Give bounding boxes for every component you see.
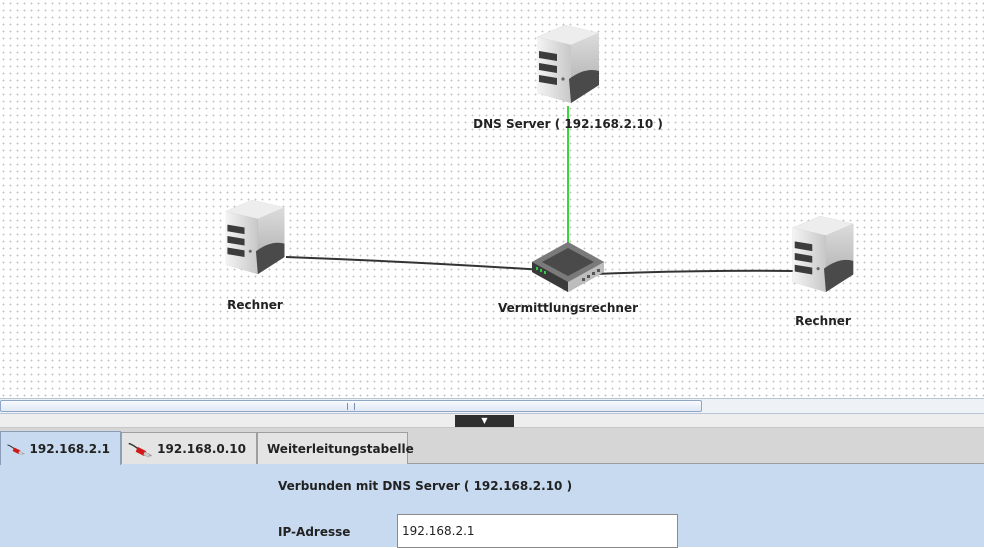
server-icon xyxy=(790,214,856,294)
tab-weiterleitungstabelle[interactable]: Weiterleitungstabelle xyxy=(257,432,414,464)
horizontal-scrollbar[interactable] xyxy=(0,398,984,414)
switch-icon xyxy=(530,240,606,292)
tab-192-168-2-1[interactable]: 192.168.2.1 xyxy=(0,431,121,465)
tab-bar: 192.168.2.1 192.168.0.10 Weiterleitungst… xyxy=(0,428,984,465)
right-computer-node[interactable]: Rechner xyxy=(790,214,856,328)
network-links xyxy=(285,106,795,275)
switch-node[interactable]: Vermittlungsrechner xyxy=(498,240,638,315)
connection-status-text: Verbunden mit DNS Server ( 192.168.2.10 … xyxy=(278,479,573,493)
tab-label: Weiterleitungstabelle xyxy=(267,441,414,456)
link-left-switch[interactable] xyxy=(285,256,544,271)
scrollbar-thumb[interactable] xyxy=(0,400,702,412)
server-icon xyxy=(222,198,288,276)
network-cable-icon xyxy=(128,437,153,461)
grip-icon xyxy=(347,403,355,410)
left-computer-node[interactable]: Rechner xyxy=(222,198,288,312)
tab-label: 192.168.0.10 xyxy=(157,441,246,456)
collapse-panel-button[interactable]: ▼ xyxy=(455,415,514,427)
network-cable-icon xyxy=(7,437,26,461)
dns-server-node[interactable]: DNS Server ( 192.168.2.10 ) xyxy=(473,18,663,131)
node-label: Vermittlungsrechner xyxy=(497,301,639,315)
link-switch-right[interactable] xyxy=(594,269,795,275)
tab-label: 192.168.2.1 xyxy=(29,441,110,456)
ip-address-label: IP-Adresse xyxy=(278,525,351,539)
node-label: Rechner xyxy=(795,314,851,328)
triangle-down-icon: ▼ xyxy=(481,416,488,425)
server-icon xyxy=(535,18,601,110)
tab-192-168-0-10[interactable]: 192.168.0.10 xyxy=(121,432,257,464)
network-canvas[interactable]: DNS Server ( 192.168.2.10 ) Rechner Verm… xyxy=(0,0,984,398)
ip-address-input[interactable] xyxy=(397,514,678,548)
panel-splitter[interactable]: ▼ xyxy=(0,414,984,428)
node-label: DNS Server ( 192.168.2.10 ) xyxy=(473,117,663,131)
node-label: Rechner xyxy=(227,298,283,312)
connection-details-panel: Verbunden mit DNS Server ( 192.168.2.10 … xyxy=(0,464,984,548)
